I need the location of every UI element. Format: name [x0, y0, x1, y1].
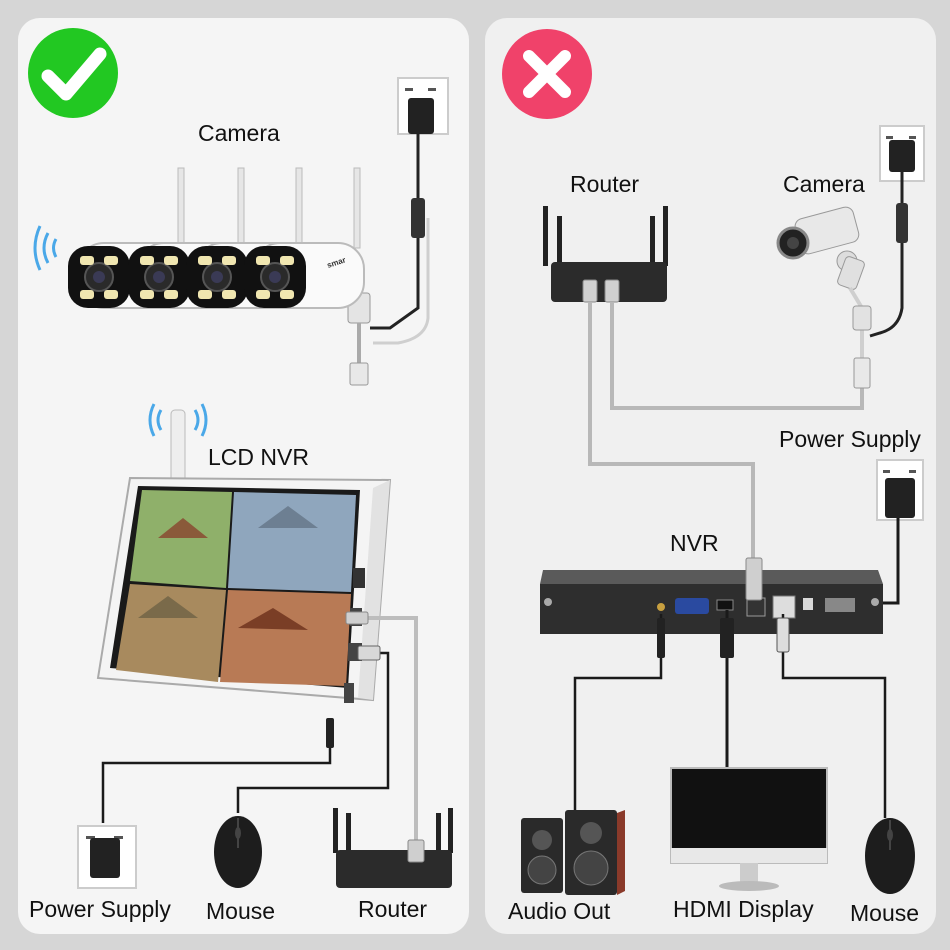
lcd-nvr-device: [96, 476, 392, 703]
hdmi-plug-icon: [720, 618, 734, 658]
usb-plug-icon: [776, 617, 790, 653]
router-icon: [333, 808, 453, 888]
ethernet-plug-icon: [745, 557, 763, 601]
power-plug-icon: [411, 198, 425, 238]
router-icon: [543, 206, 668, 303]
wifi-icon: [33, 225, 58, 271]
speaker-icon: [521, 810, 625, 895]
wifi-icon: [148, 403, 208, 437]
hdmi-display-label: HDMI Display: [673, 896, 814, 922]
nvr-device: [540, 570, 883, 634]
audio-plug-icon: [657, 618, 665, 658]
right-diagram: [502, 29, 925, 895]
wall-outlet-icon: [77, 825, 137, 889]
wall-outlet-icon: [397, 77, 449, 135]
usb-plug-icon: [357, 645, 381, 661]
nvr-label: NVR: [670, 530, 719, 556]
mouse-icon: [865, 818, 915, 894]
left-panel-correct-setup: smar: [18, 18, 469, 934]
ethernet-plug-icon: [349, 362, 369, 386]
router-label: Router: [358, 896, 428, 922]
audio-out-label: Audio Out: [508, 898, 611, 924]
dc-plug-icon: [326, 718, 334, 748]
power-supply-label: Power Supply: [29, 896, 171, 922]
ethernet-plug-icon: [853, 357, 871, 389]
camera-icon: [776, 206, 865, 290]
camera-label: Camera: [783, 171, 865, 197]
check-icon: [28, 28, 118, 118]
cross-icon: [502, 29, 592, 119]
router-label: Router: [570, 171, 640, 197]
wall-outlet-icon: [876, 459, 924, 521]
power-supply-label: Power Supply: [779, 426, 921, 452]
cable-connector-icon: [852, 305, 872, 331]
camera-label: Camera: [198, 120, 280, 146]
mouse-label: Mouse: [850, 900, 920, 926]
ethernet-plug-icon: [345, 611, 369, 625]
monitor-icon: [670, 767, 828, 891]
wall-outlet-icon: [879, 125, 925, 182]
mouse-label: Mouse: [206, 898, 276, 924]
left-diagram: smar: [28, 28, 453, 889]
lcd-nvr-label: LCD NVR: [208, 444, 309, 470]
camera-icon: [68, 167, 365, 309]
mouse-icon: [214, 816, 262, 888]
right-panel-incorrect-setup: Router Camera Power Supply NVR Audio Out…: [485, 18, 936, 934]
